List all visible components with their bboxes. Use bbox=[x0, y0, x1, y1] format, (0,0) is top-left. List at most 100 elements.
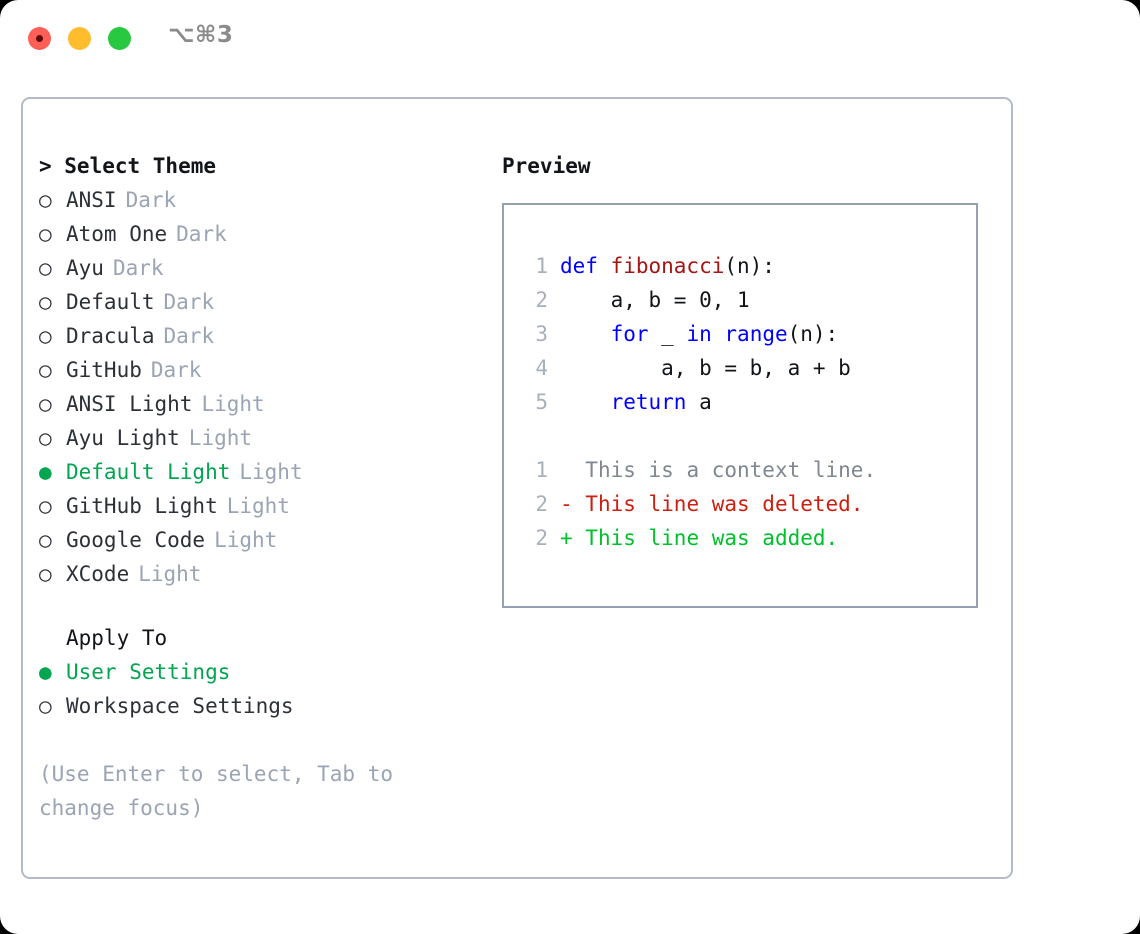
radio-icon: ○ bbox=[39, 562, 52, 586]
theme-name: Google Code bbox=[66, 528, 206, 552]
code-token bbox=[712, 322, 725, 346]
theme-option-google-code[interactable]: ○ Google Code Light bbox=[39, 523, 479, 557]
theme-selection-column: > Select Theme ○ ANSI Dark ○ Atom One Da… bbox=[39, 149, 479, 825]
line-number: 2 bbox=[535, 492, 548, 516]
line-number: 3 bbox=[535, 322, 548, 346]
theme-name: Dracula bbox=[66, 324, 155, 348]
radio-selected-icon: ● bbox=[39, 660, 52, 684]
theme-option-xcode[interactable]: ○ XCode Light bbox=[39, 557, 479, 591]
code-line: 3 for _ in range(n): bbox=[514, 317, 976, 351]
keyboard-hint-text: (Use Enter to select, Tab to change focu… bbox=[39, 762, 406, 820]
code-token: (n): bbox=[724, 254, 775, 278]
apply-to-option-workspace-settings[interactable]: ○ Workspace Settings bbox=[39, 689, 479, 723]
preview-box: 1 def fibonacci(n): 2 a, b = 0, 1 3 for … bbox=[502, 203, 978, 608]
code-token: _ bbox=[648, 322, 687, 346]
apply-to-label: Workspace Settings bbox=[66, 694, 294, 718]
code-content: a, b = b, a + b bbox=[560, 351, 851, 385]
close-window-icon[interactable] bbox=[28, 27, 51, 50]
apply-to-label: User Settings bbox=[66, 660, 231, 684]
code-token: fibonacci bbox=[610, 254, 725, 278]
theme-mode-tag: Dark bbox=[163, 290, 215, 314]
theme-option-github-dark[interactable]: ○ GitHub Dark bbox=[39, 353, 479, 387]
code-token: a bbox=[686, 390, 712, 414]
theme-mode-tag: Dark bbox=[176, 222, 227, 246]
radio-selected-icon: ● bbox=[39, 460, 52, 484]
diff-marker: - bbox=[560, 492, 573, 516]
theme-mode-tag: Light bbox=[239, 460, 303, 484]
radio-icon: ○ bbox=[39, 528, 52, 552]
code-content: def fibonacci(n): bbox=[560, 249, 775, 283]
code-line: 2 a, b = 0, 1 bbox=[514, 283, 976, 317]
theme-name: GitHub bbox=[66, 358, 142, 382]
diff-text: This line was deleted. bbox=[572, 492, 864, 516]
diff-text: This line was added. bbox=[572, 526, 839, 550]
theme-mode-tag: Light bbox=[201, 392, 265, 416]
code-token: range bbox=[724, 322, 788, 346]
theme-mode-tag: Light bbox=[226, 494, 290, 518]
theme-option-github-light[interactable]: ○ GitHub Light Light bbox=[39, 489, 479, 523]
diff-text: This is a context line. bbox=[572, 458, 877, 482]
code-line: 4 a, b = b, a + b bbox=[514, 351, 976, 385]
code-token bbox=[560, 390, 611, 414]
theme-name: XCode bbox=[66, 562, 130, 586]
line-number: 1 bbox=[535, 254, 548, 278]
theme-option-default-dark[interactable]: ○ Default Dark bbox=[39, 285, 479, 319]
list-spacer bbox=[39, 591, 479, 621]
line-number: 4 bbox=[535, 356, 548, 380]
code-token: (n): bbox=[787, 322, 839, 346]
radio-icon: ○ bbox=[39, 324, 52, 348]
theme-option-ansi-dark[interactable]: ○ ANSI Dark bbox=[39, 183, 479, 217]
apply-to-option-user-settings[interactable]: ● User Settings bbox=[39, 655, 479, 689]
radio-icon: ○ bbox=[39, 392, 52, 416]
code-token bbox=[560, 322, 611, 346]
theme-option-ayu-light[interactable]: ○ Ayu Light Light bbox=[39, 421, 479, 455]
theme-option-dracula-dark[interactable]: ○ Dracula Dark bbox=[39, 319, 479, 353]
diff-marker: + bbox=[560, 526, 573, 550]
theme-name: Ayu bbox=[66, 256, 104, 280]
theme-name: Default bbox=[66, 290, 155, 314]
diff-line-context: 1 This is a context line. bbox=[514, 453, 976, 487]
theme-name: ANSI Light bbox=[66, 392, 193, 416]
code-token: for bbox=[610, 322, 649, 346]
theme-name: Default Light bbox=[66, 460, 231, 484]
code-token: in bbox=[686, 322, 712, 346]
line-number: 2 bbox=[535, 526, 548, 550]
theme-mode-tag: Dark bbox=[112, 256, 164, 280]
radio-icon: ○ bbox=[39, 494, 52, 518]
line-number: 1 bbox=[535, 458, 548, 482]
radio-icon: ○ bbox=[39, 694, 52, 718]
theme-option-atom-one-dark[interactable]: ○ Atom One Dark bbox=[39, 217, 479, 251]
theme-name: Ayu Light bbox=[66, 426, 180, 450]
theme-picker-panel: > Select Theme ○ ANSI Dark ○ Atom One Da… bbox=[21, 97, 1013, 879]
theme-option-ayu-dark[interactable]: ○ Ayu Dark bbox=[39, 251, 479, 285]
theme-mode-tag: Dark bbox=[163, 324, 215, 348]
traffic-light-buttons bbox=[28, 27, 131, 50]
code-line: 5 return a bbox=[514, 385, 976, 419]
line-number: 5 bbox=[535, 390, 548, 414]
minimize-window-icon[interactable] bbox=[68, 27, 91, 50]
radio-icon: ○ bbox=[39, 290, 52, 314]
theme-name: Atom One bbox=[66, 222, 168, 246]
code-token: return bbox=[610, 390, 687, 414]
apply-to-header: Apply To bbox=[66, 626, 168, 650]
code-content: a, b = 0, 1 bbox=[560, 283, 750, 317]
theme-mode-tag: Dark bbox=[125, 188, 177, 212]
theme-option-ansi-light[interactable]: ○ ANSI Light Light bbox=[39, 387, 479, 421]
diff-line-deleted: 2 - This line was deleted. bbox=[514, 487, 976, 521]
radio-icon: ○ bbox=[39, 426, 52, 450]
code-content: return a bbox=[560, 385, 712, 419]
radio-icon: ○ bbox=[39, 188, 52, 212]
code-token: def bbox=[560, 254, 611, 278]
diff-marker bbox=[560, 453, 573, 487]
preview-title: Preview bbox=[502, 154, 591, 178]
radio-icon: ○ bbox=[39, 358, 52, 382]
line-number: 2 bbox=[535, 288, 548, 312]
theme-option-default-light[interactable]: ● Default Light Light bbox=[39, 455, 479, 489]
preview-column: Preview 1 def fibonacci(n): 2 a, b = 0, … bbox=[502, 149, 992, 608]
maximize-window-icon[interactable] bbox=[108, 27, 131, 50]
radio-icon: ○ bbox=[39, 222, 52, 246]
radio-icon: ○ bbox=[39, 256, 52, 280]
title-bar: ⌥⌘3 bbox=[0, 0, 1140, 78]
diff-line-added: 2 + This line was added. bbox=[514, 521, 976, 555]
code-token: a, b = b, a + b bbox=[560, 356, 851, 380]
